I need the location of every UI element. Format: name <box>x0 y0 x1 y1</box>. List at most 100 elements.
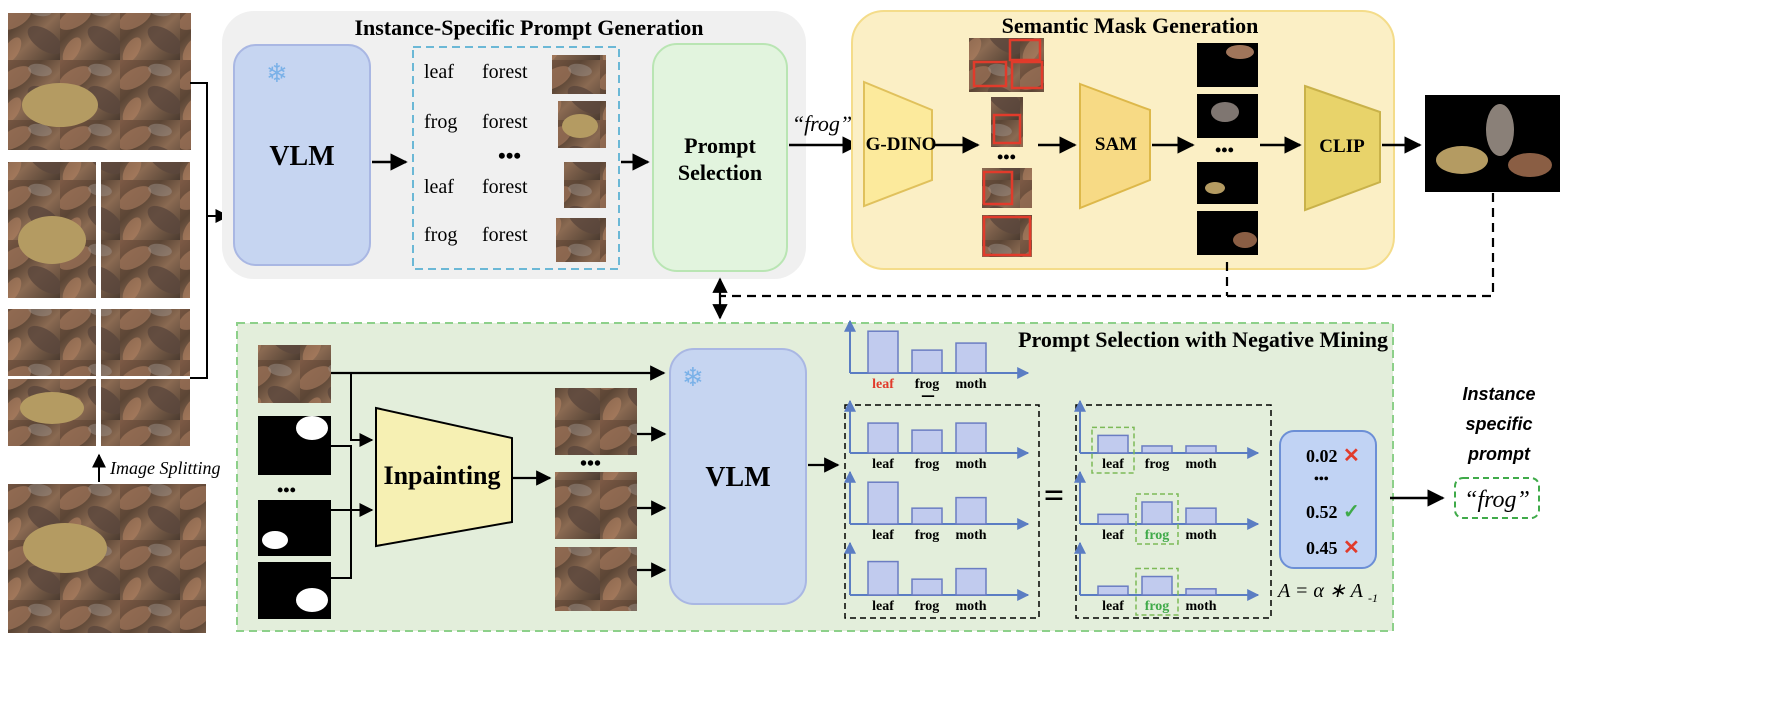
bounding-box <box>1008 38 1042 62</box>
final-mask-output <box>1425 95 1560 192</box>
candidate-word: frog <box>424 224 457 246</box>
bar-label-frog: frog <box>1145 457 1170 472</box>
candidate-word: forest <box>482 176 528 198</box>
ellipsis: ••• <box>277 480 296 500</box>
candidate-row: leaf forest <box>424 55 606 94</box>
bar-label-frog: frog <box>915 377 940 392</box>
frog-prompt-text: “frog” <box>792 111 852 136</box>
frog-shape <box>562 114 598 138</box>
bar-label-moth: moth <box>955 377 986 392</box>
clip-block <box>1304 84 1381 212</box>
mask-object <box>1226 45 1254 59</box>
bar-frog <box>911 578 943 596</box>
split-tile <box>8 309 96 376</box>
bar-leaf <box>867 481 899 525</box>
vlm-box <box>669 348 807 605</box>
bar-label-frog: frog <box>915 457 940 472</box>
detection-thumbnail <box>991 97 1023 147</box>
minus-sign: – <box>921 382 935 408</box>
ellipsis: ••• <box>580 453 601 475</box>
input-thumbnail <box>258 345 331 403</box>
score-row: 0.45 ✕ <box>1306 537 1360 559</box>
inpainted-image <box>555 388 637 455</box>
split-tile <box>101 162 190 298</box>
highlight-box <box>1135 493 1179 545</box>
mask-generation-panel: Semantic Mask Generation G-DINO ••• SAM <box>851 10 1395 270</box>
bounding-box <box>1010 60 1044 90</box>
score-row: 0.52 ✓ <box>1306 501 1360 523</box>
sam-block <box>1079 82 1151 210</box>
mask-shape <box>296 416 328 440</box>
bar-moth <box>955 496 987 525</box>
inpainted-image <box>555 547 637 611</box>
bar-frog <box>1141 445 1173 454</box>
ellipsis: ••• <box>1215 140 1234 160</box>
bar-label-moth: moth <box>1185 599 1216 614</box>
bar-leaf <box>867 330 899 374</box>
output-label: prompt <box>1467 444 1531 464</box>
candidate-word: leaf <box>424 61 454 83</box>
mask-thumbnails: ••• <box>1197 43 1258 255</box>
bar-moth <box>955 567 987 596</box>
detection-thumbnail <box>982 215 1032 257</box>
bar-moth <box>955 342 987 374</box>
highlight-box <box>1135 567 1179 616</box>
gdino-label: G-DINO <box>866 134 937 155</box>
connector <box>331 445 352 579</box>
prompt-generation-title: Instance-Specific Prompt Generation <box>354 15 703 40</box>
bar-moth <box>1185 445 1217 454</box>
bar-frog <box>911 429 943 454</box>
gdino-block <box>863 80 933 208</box>
bounding-box <box>972 60 1008 88</box>
bar-frog <box>1141 501 1173 525</box>
mask-object <box>1436 146 1488 174</box>
bar-label-moth: moth <box>955 528 986 543</box>
candidates-box <box>412 46 620 270</box>
bar-label-frog: frog <box>915 528 940 543</box>
prompt-generation-panel: Instance-Specific Prompt Generation ❄ VL… <box>222 11 806 279</box>
frog-shape <box>23 523 107 573</box>
candidate-row: leaf forest <box>424 162 606 208</box>
bar-label-leaf: leaf <box>1102 599 1124 614</box>
bar-frog <box>1141 575 1173 596</box>
highlight-box <box>1091 426 1135 474</box>
prompt-selection-label: Selection <box>678 160 762 185</box>
score-box <box>1279 430 1377 569</box>
bar-label-moth: moth <box>955 599 986 614</box>
inpainting-block <box>375 406 513 548</box>
bar-frog <box>911 349 943 374</box>
negative-mining-panel: Prompt Selection with Negative Mining ••… <box>236 319 1394 632</box>
bar-label-frog: frog <box>1145 528 1170 543</box>
frog-shape <box>20 392 84 424</box>
bounding-box <box>982 170 1014 206</box>
output-label: Instance <box>1462 384 1535 404</box>
ellipsis: ••• <box>997 147 1016 167</box>
score-value: 0.45 <box>1306 538 1338 558</box>
bar-moth <box>1185 588 1217 596</box>
mask-object <box>1205 182 1225 194</box>
prompt-selection-label: Prompt <box>684 133 756 158</box>
formula: A = α ∗ A <box>1276 580 1364 602</box>
output-prompt-box <box>1454 477 1540 519</box>
ellipsis: ••• <box>498 143 521 168</box>
cross-icon: ✕ <box>1343 445 1360 467</box>
prompt-selection-box <box>652 43 788 272</box>
formula-subscript: -1 <box>1368 591 1378 605</box>
frog-shape <box>22 83 98 127</box>
bar-frog <box>911 507 943 525</box>
vlm-label: VLM <box>705 462 770 493</box>
candidate-row: frog forest <box>424 218 606 262</box>
sam-label: SAM <box>1095 134 1137 155</box>
candidate-thumbnail <box>552 55 606 94</box>
bar-label-leaf: leaf <box>872 528 894 543</box>
split-tile <box>101 309 190 376</box>
candidate-word: leaf <box>424 176 454 198</box>
candidate-word: forest <box>482 224 528 246</box>
vlm-box <box>233 44 371 266</box>
mask-generation-title: Semantic Mask Generation <box>1002 13 1259 38</box>
bar-leaf <box>1097 513 1129 525</box>
candidate-word: forest <box>482 61 528 83</box>
inpainting-label: Inpainting <box>383 461 500 490</box>
mask-object <box>1211 102 1239 122</box>
